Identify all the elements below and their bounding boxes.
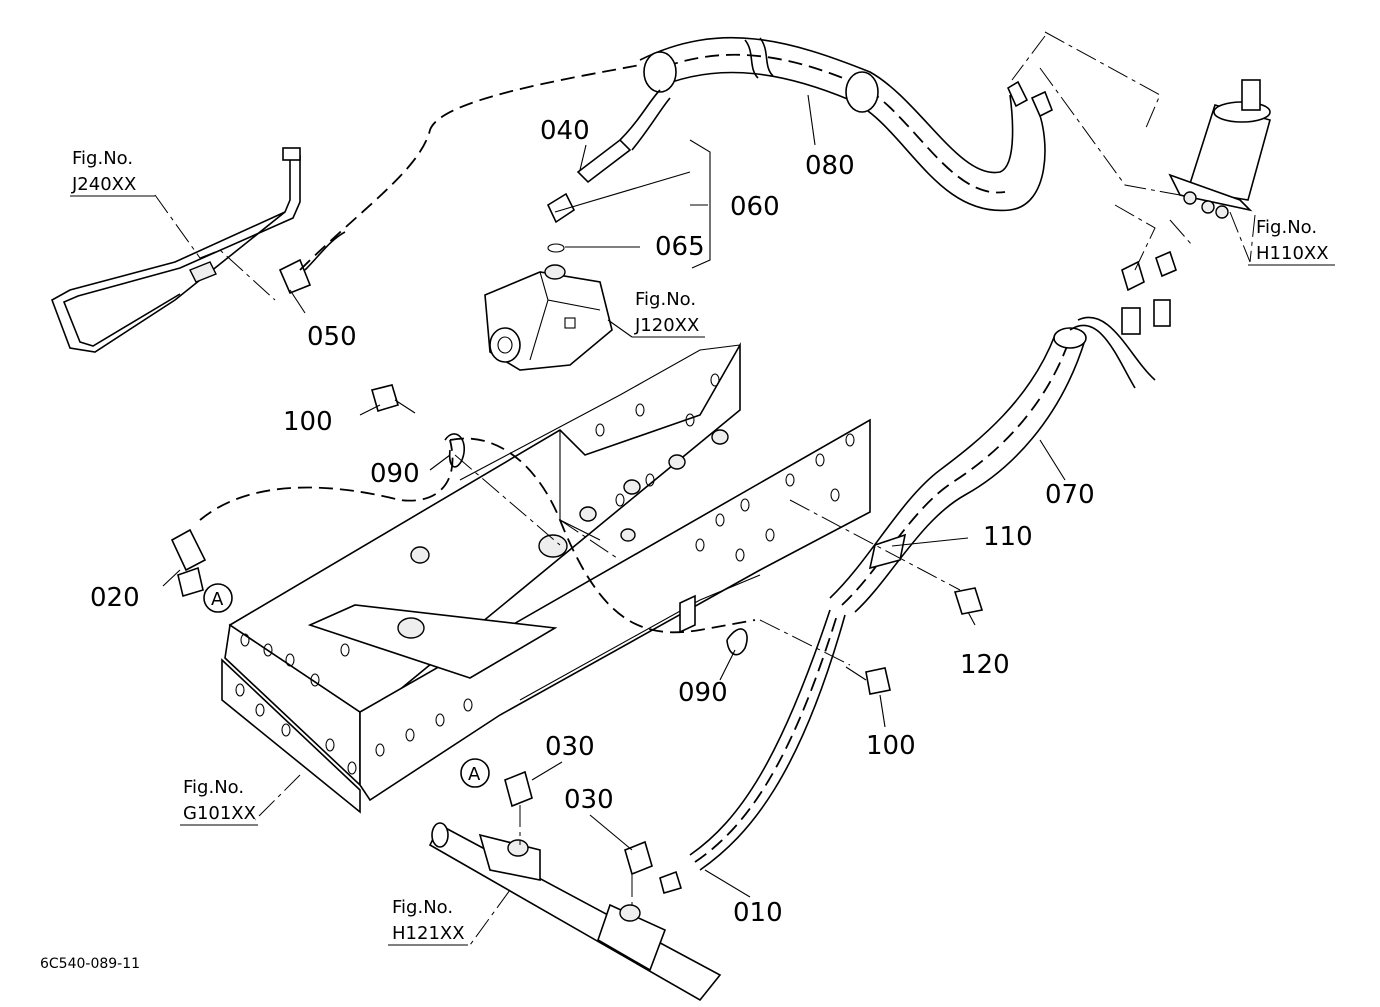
label-090-lower: 090 <box>678 678 728 708</box>
center-plate <box>307 604 558 679</box>
svg-text:G101XX: G101XX <box>183 803 256 824</box>
phantom-lines <box>154 31 1256 946</box>
clip-090-upper <box>444 433 465 468</box>
figref-g101: Fig.No. G101XX <box>180 777 258 826</box>
svg-text:Fig.No.: Fig.No. <box>1256 217 1317 238</box>
fitting-020 <box>170 528 207 572</box>
hose-080 <box>639 36 1054 212</box>
svg-text:A: A <box>211 589 224 610</box>
label-100-lower: 100 <box>866 731 916 761</box>
hose-010 <box>659 609 846 894</box>
svg-text:J240XX: J240XX <box>71 174 136 195</box>
label-030-upper: 030 <box>545 732 595 762</box>
hose-route-dashed <box>449 437 756 634</box>
label-090-upper: 090 <box>370 459 420 489</box>
connector-a-lower: A <box>460 758 490 788</box>
label-040: 040 <box>540 116 590 146</box>
svg-text:Fig.No.: Fig.No. <box>392 897 453 918</box>
connector-a-upper: A <box>203 583 233 613</box>
leader-lines <box>162 94 1066 898</box>
figref-j240: Fig.No. J240XX <box>70 148 155 197</box>
label-030-lower: 030 <box>564 785 614 815</box>
bolt-120 <box>953 587 984 615</box>
clip-090-lower <box>726 628 748 656</box>
svg-text:A: A <box>468 764 481 785</box>
label-080: 080 <box>805 151 855 181</box>
svg-text:J120XX: J120XX <box>634 315 699 336</box>
hose-020-run <box>199 439 454 521</box>
svg-text:Fig.No.: Fig.No. <box>635 289 696 310</box>
svg-text:H121XX: H121XX <box>392 923 465 944</box>
fitting-050 <box>278 258 312 295</box>
figref-j120: Fig.No. J120XX <box>607 289 705 338</box>
label-020: 020 <box>90 583 140 613</box>
frame-rail-bottom <box>221 658 361 814</box>
label-120: 120 <box>960 650 1010 680</box>
label-050: 050 <box>307 322 357 352</box>
figref-h121: Fig.No. H121XX <box>388 897 468 946</box>
part-number-labels: 040 080 060 065 050 100 090 020 070 110 … <box>90 116 1095 928</box>
svg-text:H110XX: H110XX <box>1256 243 1329 264</box>
elbow-060 <box>546 192 576 224</box>
figref-h110: Fig.No. H110XX <box>1248 217 1335 266</box>
fitting-040 <box>576 138 632 184</box>
figure-references: Fig.No. J240XX Fig.No. J120XX Fig.No. H1… <box>70 148 1335 946</box>
svg-text:Fig.No.: Fig.No. <box>183 777 244 798</box>
elbow-030-lower <box>624 840 653 876</box>
bolt-100-lower <box>865 667 891 695</box>
steering-pipe <box>51 147 301 353</box>
svg-text:Fig.No.: Fig.No. <box>72 148 133 169</box>
hose-070 <box>829 250 1177 613</box>
drawing-code: 6C540-089-11 <box>40 956 140 972</box>
steering-cylinder <box>1168 79 1271 219</box>
label-010: 010 <box>733 898 783 928</box>
label-070: 070 <box>1045 480 1095 510</box>
hydraulic-pump <box>484 264 613 371</box>
label-100-upper: 100 <box>283 407 333 437</box>
label-065: 065 <box>655 232 705 262</box>
front-axle <box>428 822 722 1002</box>
label-060: 060 <box>730 192 780 222</box>
bolt-100-upper <box>371 384 399 412</box>
hose-050-run <box>299 64 641 271</box>
oring-065 <box>547 243 565 253</box>
elbow-030-upper <box>504 770 533 808</box>
label-110: 110 <box>983 522 1033 552</box>
